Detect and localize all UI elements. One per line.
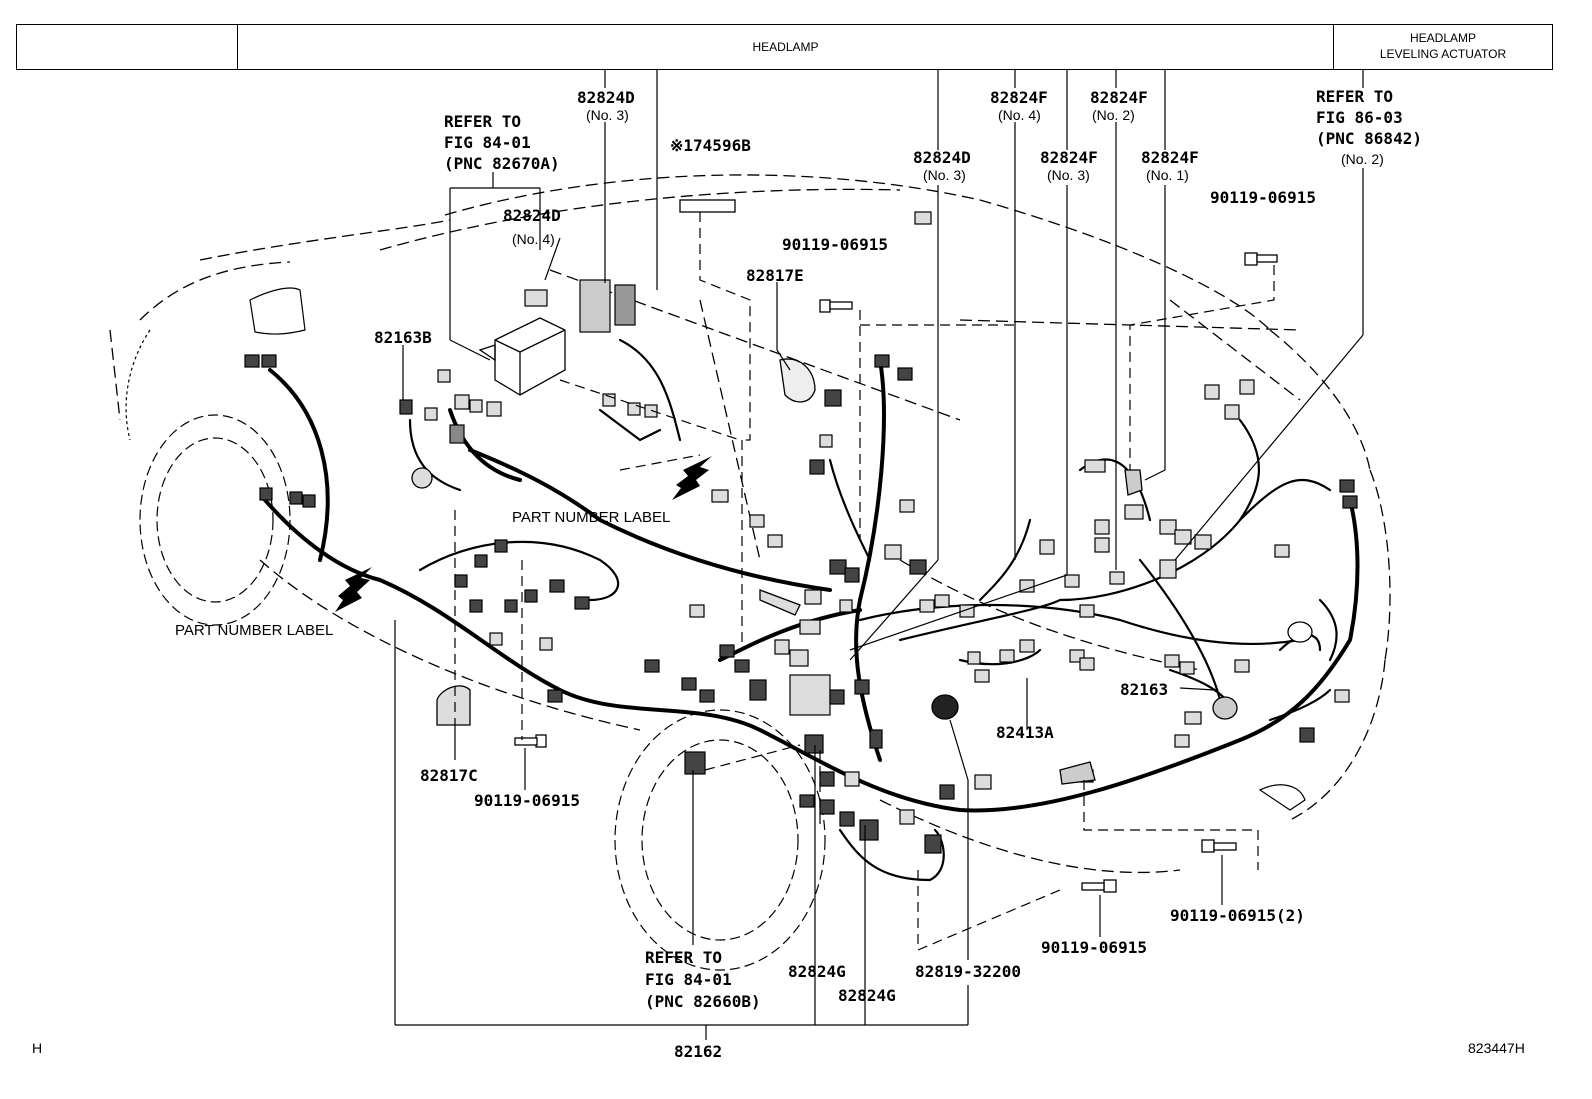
- header-leveling-text-2: LEVELING ACTUATOR: [1379, 47, 1507, 61]
- refer-note-left-1: REFER TO: [444, 112, 522, 131]
- refer-note-right-3: (PNC 86842): [1316, 129, 1422, 148]
- refer-note-bottom-1: REFER TO: [645, 948, 723, 967]
- callout-82163: 82163: [1120, 680, 1169, 699]
- refer-note-bottom-2: FIG 84-01: [645, 970, 732, 989]
- refer-note-right-2: FIG 86-03: [1316, 108, 1403, 127]
- bolt-2: [1244, 252, 1278, 266]
- callout-82819-32200: 82819-32200: [915, 962, 1021, 981]
- callout-82824d-no3-mid: 82824D: [913, 148, 971, 167]
- callout-82824d-no4: 82824D: [503, 206, 561, 225]
- header-headlamp-text: HEADLAMP: [752, 40, 819, 54]
- bolts: [514, 252, 1278, 893]
- callout-82824f-no4: 82824F: [990, 88, 1048, 107]
- connectors: [244, 211, 1358, 854]
- header-cell-blank: [16, 24, 238, 70]
- callout-82817c: 82817C: [420, 766, 478, 785]
- callout-90119-2: 90119-06915(2): [1170, 906, 1305, 925]
- vehicle-body-lines: [125, 287, 1306, 971]
- callout-82413a: 82413A: [996, 723, 1054, 742]
- arrows: [335, 456, 712, 612]
- callout-174596b: ※174596B: [670, 136, 751, 155]
- callout-82824f-no3: 82824F: [1040, 148, 1098, 167]
- callout-82824f-no1: 82824F: [1141, 148, 1199, 167]
- refer-note-left-3: (PNC 82670A): [444, 154, 560, 173]
- callout-82824f-no3-sub: (No. 3): [1047, 167, 1090, 183]
- callout-90119-c: 90119-06915: [474, 791, 580, 810]
- header-cell-leveling: [1333, 24, 1553, 70]
- callout-90119-d: 90119-06915: [1041, 938, 1147, 957]
- callout-90119-b: 90119-06915: [1210, 188, 1316, 207]
- callout-82824d-no3-mid-sub: (No. 3): [923, 167, 966, 183]
- callout-82824g-a: 82824G: [788, 962, 846, 981]
- callout-90119-a: 90119-06915: [782, 235, 888, 254]
- components: [411, 199, 1313, 785]
- callout-82824f-no2: 82824F: [1090, 88, 1148, 107]
- corner-left-code: H: [32, 1040, 43, 1056]
- callout-82824g-b: 82824G: [838, 986, 896, 1005]
- bolt-5: [1201, 839, 1237, 853]
- callout-82824d-no4-sub: (No. 4): [512, 231, 555, 247]
- dashed-brackets: [454, 212, 1275, 951]
- leader-lines: [394, 70, 1364, 1040]
- bolt-4: [1081, 879, 1117, 893]
- bolt-3: [514, 734, 547, 748]
- refer-note-right-4: (No. 2): [1341, 151, 1384, 167]
- callout-82162: 82162: [674, 1042, 723, 1061]
- callout-82817e: 82817E: [746, 266, 804, 285]
- refer-note-left-2: FIG 84-01: [444, 133, 531, 152]
- header-leveling-text-1: HEADLAMP: [1409, 31, 1477, 45]
- callout-82824f-no2-sub: (No. 2): [1092, 107, 1135, 123]
- corner-right-code: 823447H: [1468, 1040, 1525, 1056]
- refer-note-bottom-3: (PNC 82660B): [645, 992, 761, 1011]
- bolt-1: [819, 299, 853, 313]
- callout-82824f-no1-sub: (No. 1): [1146, 167, 1189, 183]
- part-number-label-1: PART NUMBER LABEL: [512, 509, 671, 526]
- refer-note-right-1: REFER TO: [1316, 87, 1394, 106]
- callout-82824d-no3-top-sub: (No. 3): [586, 107, 629, 123]
- callout-82824f-no4-sub: (No. 4): [998, 107, 1041, 123]
- part-number-label-2: PART NUMBER LABEL: [175, 622, 334, 639]
- callout-82163b: 82163B: [374, 328, 432, 347]
- callout-82824d-no3-top: 82824D: [577, 88, 635, 107]
